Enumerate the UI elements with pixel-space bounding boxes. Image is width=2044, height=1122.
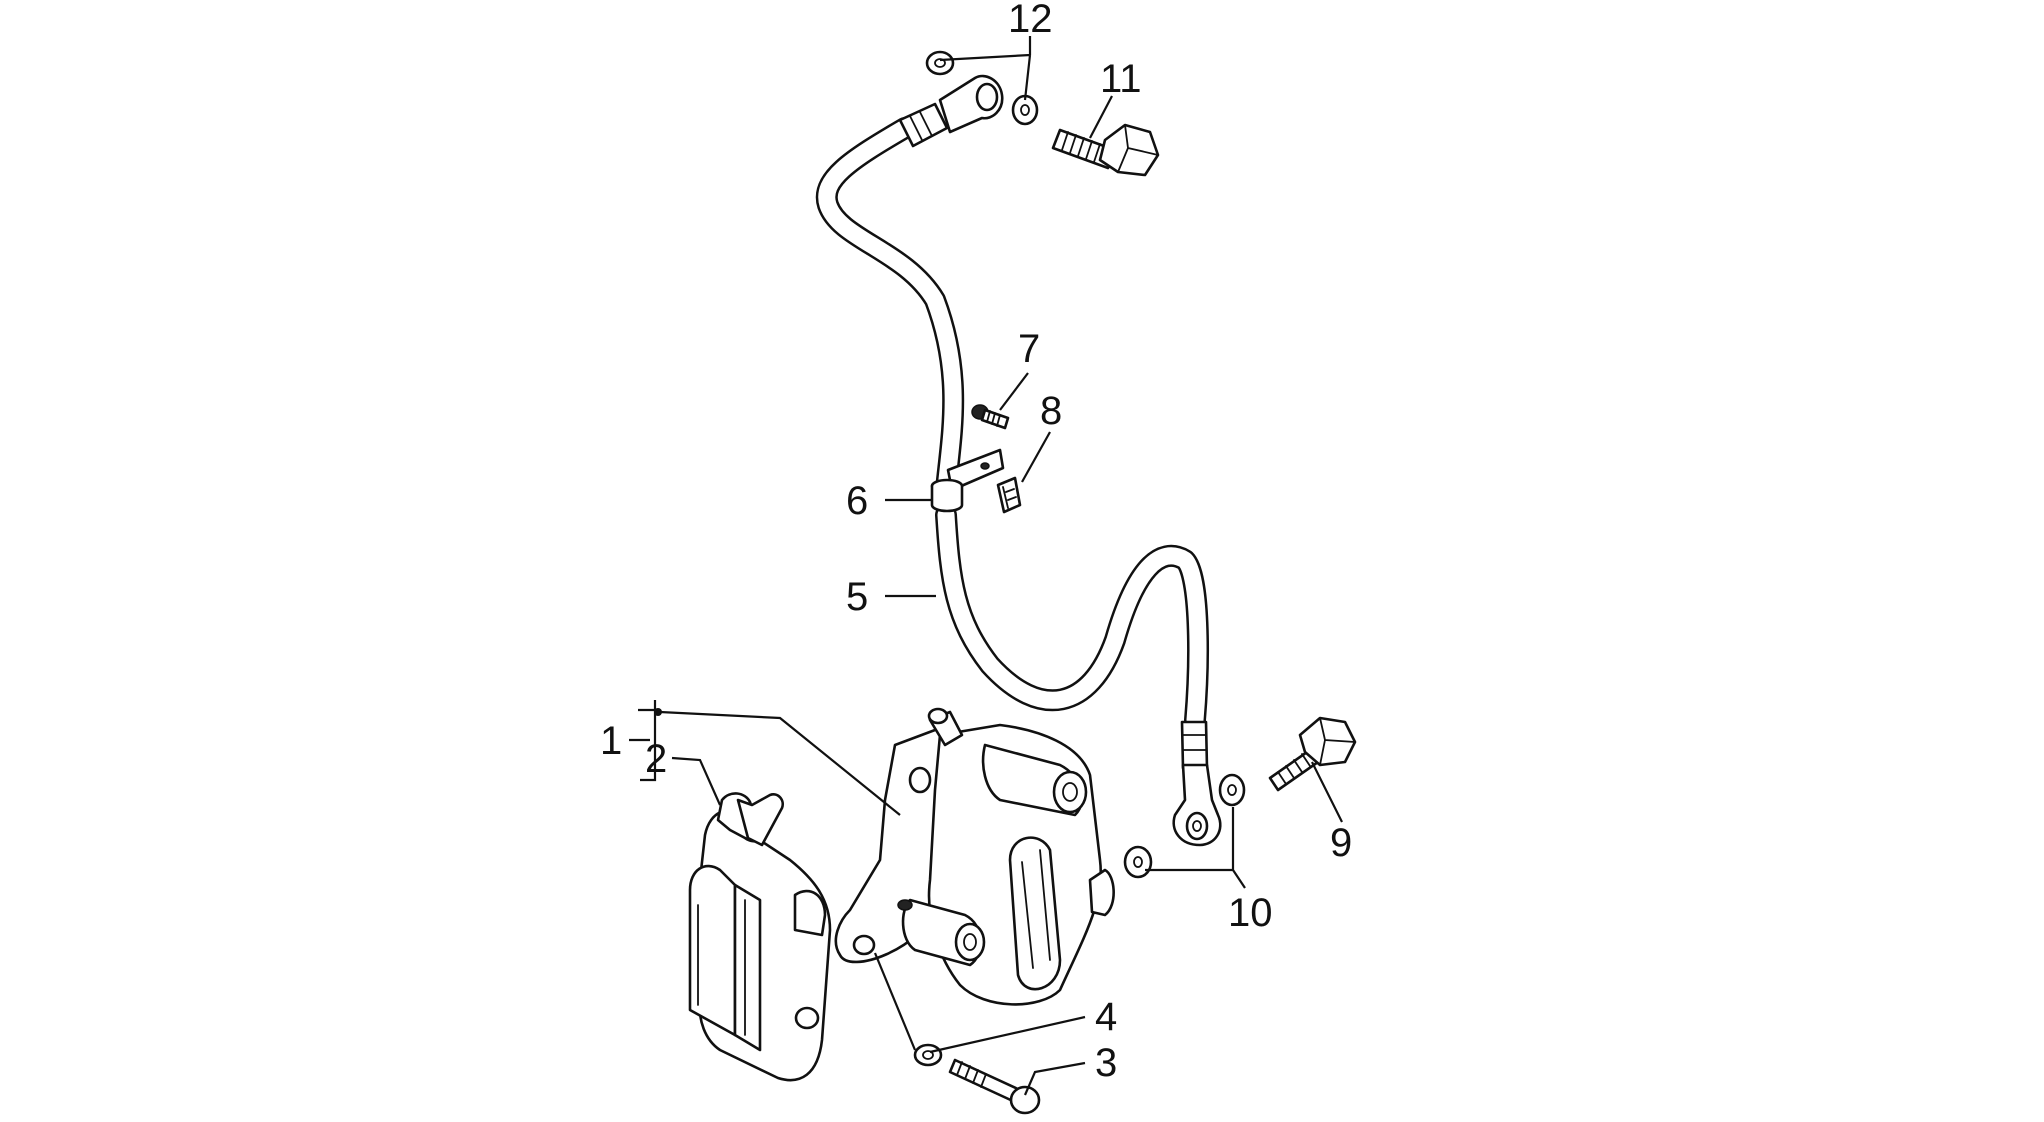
callout-10: 10 <box>1228 891 1273 935</box>
hose-clip <box>996 476 1022 514</box>
callout-7: 7 <box>1018 327 1040 371</box>
hose-grommet <box>930 478 964 513</box>
callout-9: 9 <box>1330 821 1352 865</box>
bracket-screw <box>971 404 1010 430</box>
brake-hose <box>815 102 1209 770</box>
brake-caliper <box>834 707 1115 1006</box>
callout-2: 2 <box>645 737 667 781</box>
lower-banjo-bolt <box>1268 716 1357 792</box>
upper-banjo-bolt <box>1051 123 1160 177</box>
lower-copper-washers <box>1123 773 1246 879</box>
caliper-washer <box>913 1043 943 1067</box>
callout-labels: 12 11 7 8 6 5 1 2 9 10 4 3 <box>600 0 1352 1085</box>
caliper-bolt <box>948 1058 1041 1115</box>
upper-copper-washers <box>925 50 1039 126</box>
lower-banjo-fitting <box>1172 763 1222 847</box>
brake-pads <box>688 792 832 1082</box>
callout-6: 6 <box>846 479 868 523</box>
callout-3: 3 <box>1095 1041 1117 1085</box>
callout-4: 4 <box>1095 995 1117 1039</box>
callout-5: 5 <box>846 575 868 619</box>
upper-banjo-fitting <box>938 74 1004 134</box>
callout-12: 12 <box>1008 0 1053 41</box>
leader-lines <box>629 36 1343 1096</box>
callout-11: 11 <box>1100 57 1142 101</box>
callout-1: 1 <box>600 719 622 763</box>
callout-8: 8 <box>1040 389 1062 433</box>
